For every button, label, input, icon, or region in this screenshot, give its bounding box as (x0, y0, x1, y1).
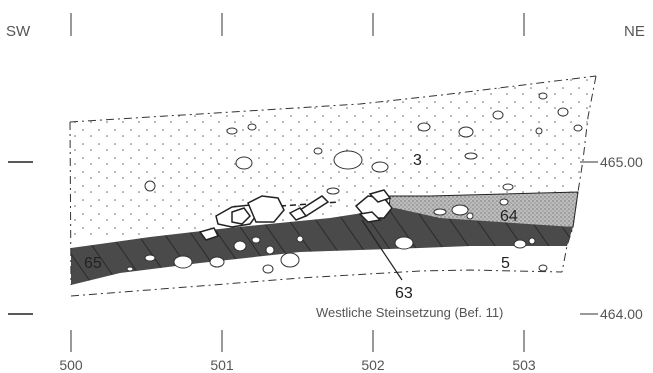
stone (368, 189, 392, 203)
stone (358, 211, 382, 223)
layer-label-65: 65 (84, 255, 102, 272)
feature-label-63: 63 (395, 285, 413, 302)
layer-label-3: 3 (413, 152, 422, 169)
stone (499, 198, 509, 206)
layer-label-64: 64 (500, 208, 518, 225)
stone (394, 236, 414, 250)
x-tick-label-502: 502 (361, 357, 385, 373)
section-bottom-boundary (70, 269, 563, 297)
stone-setting-cluster (198, 189, 393, 241)
bottom-ticks (70, 330, 525, 352)
stone (251, 236, 261, 244)
stone (173, 255, 193, 269)
stone (288, 207, 308, 221)
x-tick-label-503: 503 (512, 357, 536, 373)
stone (451, 204, 469, 216)
stone (538, 92, 548, 100)
stone (247, 123, 257, 131)
stone (513, 239, 527, 249)
stone (231, 207, 251, 225)
stone (326, 187, 340, 195)
stone (433, 208, 447, 216)
stone (126, 266, 134, 272)
stone (296, 235, 304, 243)
stone (458, 126, 474, 138)
section-top-boundary (69, 75, 597, 123)
stone (226, 127, 238, 135)
stone (492, 110, 504, 120)
stone (528, 237, 536, 245)
stone (417, 122, 431, 132)
elevation-label-464: 464.00 (600, 306, 643, 322)
stone (247, 195, 285, 223)
feature-63-leader (361, 219, 403, 281)
orientation-right-label: NE (624, 23, 645, 40)
stone (573, 124, 583, 132)
top-ticks (70, 13, 525, 36)
section-right-boundary (561, 75, 597, 273)
stone (144, 254, 156, 262)
layer-65-fill (71, 208, 573, 285)
stone (502, 183, 514, 191)
stone (198, 227, 220, 241)
stones-lower-layers (126, 235, 548, 274)
stone (313, 147, 323, 155)
layer-3-fill (70, 76, 596, 240)
stone (371, 161, 389, 173)
stone (464, 152, 478, 160)
feature-caption: Westliche Steinsetzung (Bef. 11) (316, 305, 503, 320)
stone (233, 240, 247, 252)
stone (557, 107, 569, 117)
elevation-label-465: 465.00 (600, 154, 643, 170)
stone (235, 156, 253, 170)
stone (538, 264, 548, 272)
stone (466, 212, 474, 220)
stone (535, 127, 543, 135)
stone (265, 245, 275, 255)
orientation-left-label: SW (6, 23, 31, 40)
stone (144, 180, 156, 192)
stone (209, 256, 225, 268)
stones-layer-64 (433, 198, 509, 220)
layer-label-5: 5 (501, 255, 510, 272)
stones-layer-3 (144, 92, 583, 195)
stone (333, 150, 363, 170)
stone (280, 252, 300, 268)
stone (262, 264, 274, 274)
x-tick-label-501: 501 (210, 357, 234, 373)
x-tick-label-500: 500 (59, 357, 83, 373)
